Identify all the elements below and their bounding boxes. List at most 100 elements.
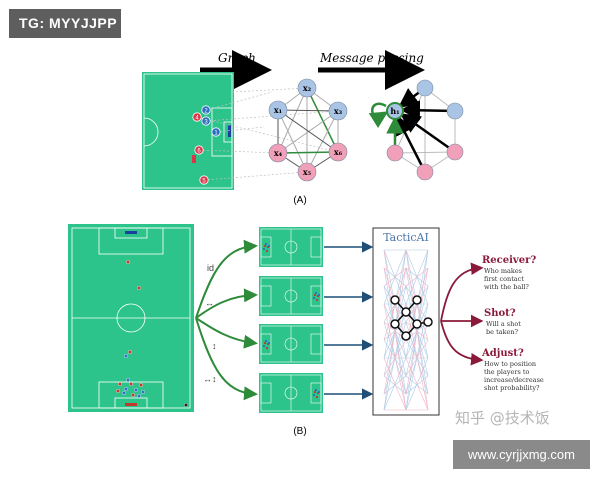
player-number: 6	[197, 148, 201, 154]
augmented-player-dot	[267, 244, 271, 248]
graph-node	[268, 143, 288, 163]
player-marker	[201, 116, 211, 126]
input-arrows	[324, 241, 374, 400]
transform-labels: id ↔ ↕ ↔↕	[203, 263, 217, 384]
network-edge	[405, 339, 429, 377]
player-dot	[183, 403, 188, 408]
panel-a-caption: (A)	[293, 195, 306, 206]
augmented-player-dot	[264, 242, 268, 246]
augmented-player-dot	[264, 339, 268, 343]
graph-node	[297, 162, 317, 182]
player-dot	[130, 393, 135, 398]
graph-node	[268, 100, 288, 120]
output-description: shot probability?	[484, 384, 540, 392]
player-number: 2	[204, 108, 208, 114]
player-dot	[117, 382, 122, 387]
augmented-player-dot	[314, 388, 318, 392]
player-dot	[115, 389, 120, 394]
full-pitch-markings	[71, 227, 191, 409]
bottom-goal-marker	[125, 403, 137, 406]
gnn-node	[390, 319, 400, 329]
gnn-node	[423, 317, 433, 327]
augmented-player-dot	[315, 395, 319, 399]
message-passing-label: Message passing	[319, 51, 424, 65]
network-edge	[383, 267, 407, 395]
augmented-pitch-markings	[260, 325, 322, 363]
player-dot	[136, 394, 141, 399]
graph-node-label: x₆	[334, 147, 343, 157]
augmented-player-dot	[317, 293, 321, 297]
graph-node-label: x₁	[274, 105, 282, 115]
player-marker	[201, 105, 211, 115]
augmented-player-dot	[317, 390, 321, 394]
augmented-player-dot	[312, 393, 316, 397]
output-description: the players to	[484, 368, 529, 376]
output-description: Who makes	[484, 267, 522, 275]
player-dot	[136, 286, 141, 291]
network-nodes	[390, 295, 433, 341]
output-description: first contact	[484, 275, 524, 283]
player-dot	[121, 391, 126, 396]
output-description: How to position	[484, 360, 536, 368]
network-edge	[405, 357, 429, 411]
graph-node-label: x₂	[303, 83, 312, 93]
graph-node-label: x₄	[274, 148, 283, 158]
transform-label-identity: id	[207, 263, 214, 273]
output-title: Adjust?	[481, 348, 524, 359]
augmented-pitch-markings	[260, 374, 322, 412]
network-edge	[383, 267, 407, 287]
augmented-pitches	[259, 227, 323, 413]
message-node	[446, 102, 464, 120]
message-node	[416, 163, 434, 181]
augmented-player-dot	[263, 244, 267, 248]
output-description: with the ball?	[484, 283, 529, 291]
player-dot	[125, 378, 130, 383]
player-dot	[140, 390, 145, 395]
player-dot	[127, 350, 132, 355]
augmented-pitch	[259, 276, 323, 316]
transform-label-both: ↔↕	[203, 374, 217, 384]
augmented-player-dot	[265, 249, 269, 253]
ball-marker	[192, 155, 196, 163]
augmented-pitch-markings	[260, 228, 322, 266]
player-dot	[123, 354, 128, 359]
player-dot	[128, 382, 133, 387]
augmented-player-dot	[262, 344, 266, 348]
gnn-node	[412, 319, 422, 329]
augmented-pitch	[259, 227, 323, 267]
output-description: Will a shot	[486, 320, 521, 328]
player-number: 3	[204, 119, 208, 125]
graph-node-label: x₃	[334, 106, 343, 116]
player-number: 1	[214, 130, 218, 136]
message-passing-nodes	[386, 79, 464, 181]
watermark-badge-top: TG: MYYJJPP	[9, 9, 121, 38]
graph-label: Graph	[218, 51, 256, 65]
augmented-player-dot	[263, 341, 267, 345]
panel-b: id ↔ ↕ ↔↕ TacticAI Receiver?Who makesfir…	[68, 224, 544, 437]
augmented-player-dot	[313, 390, 317, 394]
augmented-player-dot	[267, 341, 271, 345]
augmented-pitch	[259, 324, 323, 364]
gnn-node	[390, 295, 400, 305]
watermark-zhihu: 知乎 @技术饭	[455, 409, 550, 427]
network-edge	[405, 267, 429, 395]
gnn-node	[401, 331, 411, 341]
network-edge	[405, 267, 429, 287]
message-node	[446, 143, 464, 161]
player-number: 5	[202, 178, 206, 184]
augmented-pitch	[259, 373, 323, 413]
tacticai-title: TacticAI	[383, 231, 429, 244]
augmented-player-dot	[265, 346, 269, 350]
augmented-player-dot	[262, 247, 266, 251]
output-description: increase/decrease	[484, 376, 544, 384]
graph-node	[328, 101, 348, 121]
player-marker	[194, 145, 204, 155]
network-edge	[405, 303, 429, 411]
